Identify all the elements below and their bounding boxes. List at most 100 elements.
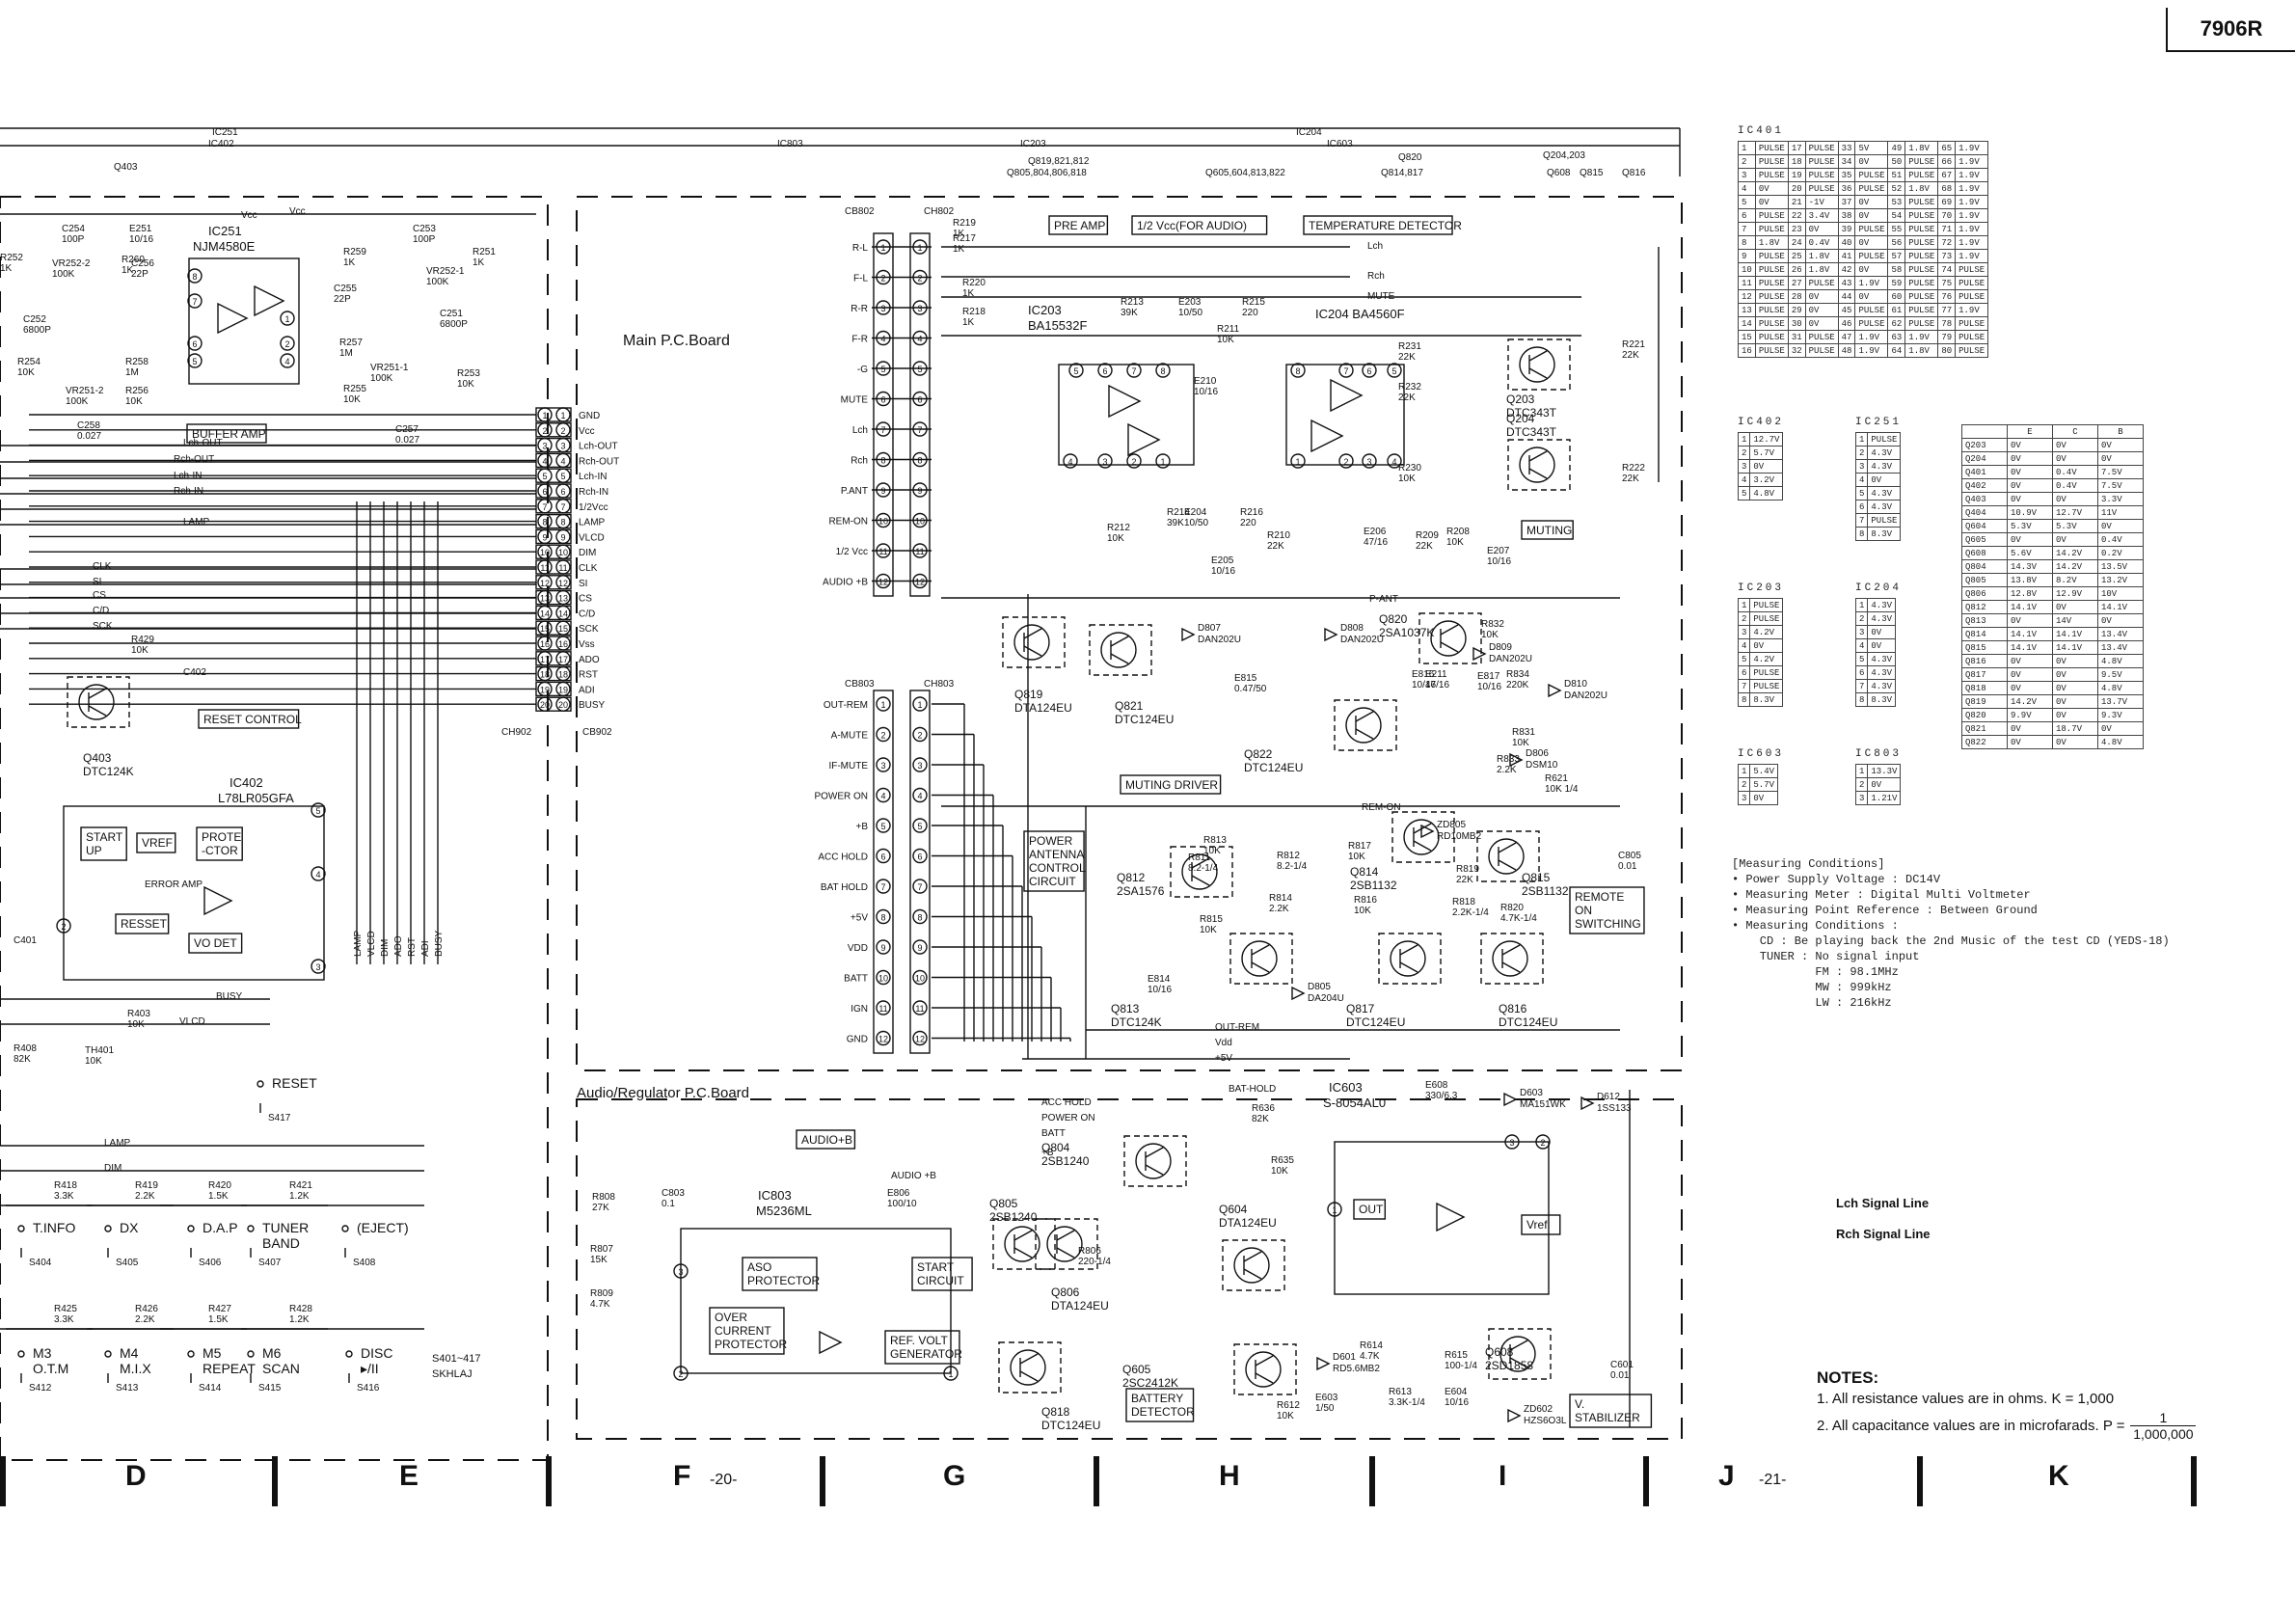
table-cell: PULSE bbox=[1955, 343, 1989, 358]
v-stabilizer-box-line: STABILIZER bbox=[1575, 1411, 1640, 1424]
transistor-part: DTC343T bbox=[1506, 406, 1557, 420]
table-cell: 68 bbox=[1937, 181, 1957, 196]
table-cell: 13 bbox=[1738, 303, 1756, 317]
diode-symbol bbox=[1291, 986, 1306, 1001]
table-cell: 4.3V bbox=[1867, 679, 1897, 693]
component-value: 22K bbox=[1622, 350, 1639, 361]
table-cell: 1.8V bbox=[1754, 235, 1789, 250]
ic203-pin-number: 3 bbox=[1102, 457, 1107, 467]
table-cell: PULSE bbox=[1749, 665, 1784, 680]
table-cell: 12.9V bbox=[2052, 586, 2098, 601]
ic603-table-caption: IC603 bbox=[1738, 748, 1785, 760]
diode-symbol bbox=[1548, 683, 1562, 698]
transistor-q819-dash bbox=[1002, 616, 1066, 668]
table-cell: 4.8V bbox=[2097, 681, 2144, 695]
ch802-pin-number: 6 bbox=[917, 395, 922, 405]
table-cell: 5 bbox=[1738, 195, 1756, 209]
component-ref: E204 bbox=[1184, 507, 1207, 518]
table-cell: 1 bbox=[1737, 764, 1751, 778]
ch802-body bbox=[909, 232, 931, 597]
ch902-pin-a-number: 7 bbox=[542, 502, 547, 512]
component-value: 10/50 bbox=[1184, 518, 1208, 528]
zone-divider bbox=[2191, 1456, 2197, 1506]
table-cell: PULSE bbox=[1749, 598, 1784, 612]
cb802-pin-label: -G bbox=[857, 365, 868, 375]
ch802-pin bbox=[912, 391, 928, 407]
table-cell: 45 bbox=[1837, 303, 1856, 317]
diode-part: DAN202U bbox=[1198, 635, 1241, 645]
ch902-pin-label: CS bbox=[579, 594, 592, 605]
switch-resistor-value: 1.2K bbox=[289, 1314, 310, 1325]
table-cell: 3 bbox=[1854, 791, 1869, 805]
component-ref: R614 bbox=[1360, 1340, 1383, 1351]
cb803-pin-number: 12 bbox=[878, 1035, 888, 1044]
transistor-q203-collector bbox=[1528, 350, 1548, 362]
cb803-pin-label: +5V bbox=[851, 913, 868, 924]
diode-ref: D810 bbox=[1564, 679, 1587, 690]
ic402-error-amp bbox=[203, 885, 233, 916]
table-cell: 26 bbox=[1787, 262, 1806, 277]
ic603-out-frame bbox=[1353, 1199, 1387, 1220]
component-value: 10K bbox=[1200, 925, 1217, 935]
muting-box: MUTING bbox=[1526, 524, 1572, 537]
transistor-q203 bbox=[1519, 346, 1555, 383]
table-cell: 66 bbox=[1937, 154, 1957, 169]
ch902-pin bbox=[535, 407, 572, 422]
ch803-pin-number: 9 bbox=[917, 943, 922, 953]
legend-label: IC204 bbox=[1296, 127, 1322, 138]
ch902-pin-a-number: 8 bbox=[542, 518, 547, 528]
remote-on-box-line: REMOTE bbox=[1575, 890, 1624, 904]
switch-ref: S404 bbox=[29, 1258, 52, 1268]
table-cell: 3 bbox=[1738, 168, 1756, 182]
table-cell: PULSE bbox=[1754, 343, 1789, 358]
component-value: 1K bbox=[962, 288, 975, 299]
component-ref: R253 bbox=[457, 368, 480, 379]
reset-control-box-frame bbox=[198, 709, 300, 729]
table-cell: 6 bbox=[1854, 500, 1869, 514]
table-cell: B bbox=[2097, 424, 2144, 439]
table-cell: 39 bbox=[1837, 222, 1856, 236]
switch-label: O.T.M bbox=[33, 1361, 68, 1376]
ch902-pin bbox=[535, 559, 572, 575]
cb802-pin-label: AUDIO +B bbox=[823, 578, 868, 588]
component-ref: R254 bbox=[17, 357, 41, 367]
table-cell: 0V bbox=[1867, 473, 1902, 487]
switch-label: M.I.X bbox=[120, 1361, 151, 1376]
diode-symbol bbox=[1580, 1096, 1595, 1111]
table-cell: 9 bbox=[1738, 249, 1756, 263]
vcc-label: Vcc bbox=[241, 210, 257, 221]
ch803-pin-number: 2 bbox=[917, 731, 922, 741]
ic402-vo-det-line: VO DET bbox=[194, 936, 237, 950]
transistor-q821-collector bbox=[1110, 636, 1129, 647]
notes-title: NOTES: bbox=[1817, 1368, 1879, 1387]
ch802-pin-number: 5 bbox=[917, 365, 922, 374]
legend-label: Q819,821,812 bbox=[1028, 156, 1090, 167]
component-ref: C402 bbox=[183, 667, 206, 678]
ch802-pin bbox=[912, 361, 928, 376]
transistor-ref: Q821 bbox=[1115, 699, 1144, 713]
cb803-pin-number: 8 bbox=[880, 913, 885, 923]
transistor-part: DTA124EU bbox=[1051, 1299, 1109, 1313]
transistor-q820-emitter bbox=[1440, 641, 1459, 653]
transistor-q605 bbox=[1245, 1351, 1282, 1388]
temperature-detector-box: TEMPERATURE DETECTOR bbox=[1309, 219, 1462, 232]
transistor-ref: Q820 bbox=[1379, 612, 1408, 626]
table-cell: 14.1V bbox=[2007, 600, 2053, 614]
ic203-opamp-a bbox=[1108, 384, 1142, 419]
switch-resistor-ref: R418 bbox=[54, 1180, 77, 1191]
ch902-pin-a-number: 20 bbox=[540, 700, 550, 710]
transistor-q813-emitter bbox=[1251, 961, 1270, 973]
ch902-pin-a bbox=[537, 575, 553, 590]
ch802-pin bbox=[912, 300, 928, 315]
ic204-opamp-b bbox=[1310, 419, 1344, 453]
component-ref: R256 bbox=[125, 386, 149, 396]
table-cell: 5.3V bbox=[2007, 519, 2053, 533]
